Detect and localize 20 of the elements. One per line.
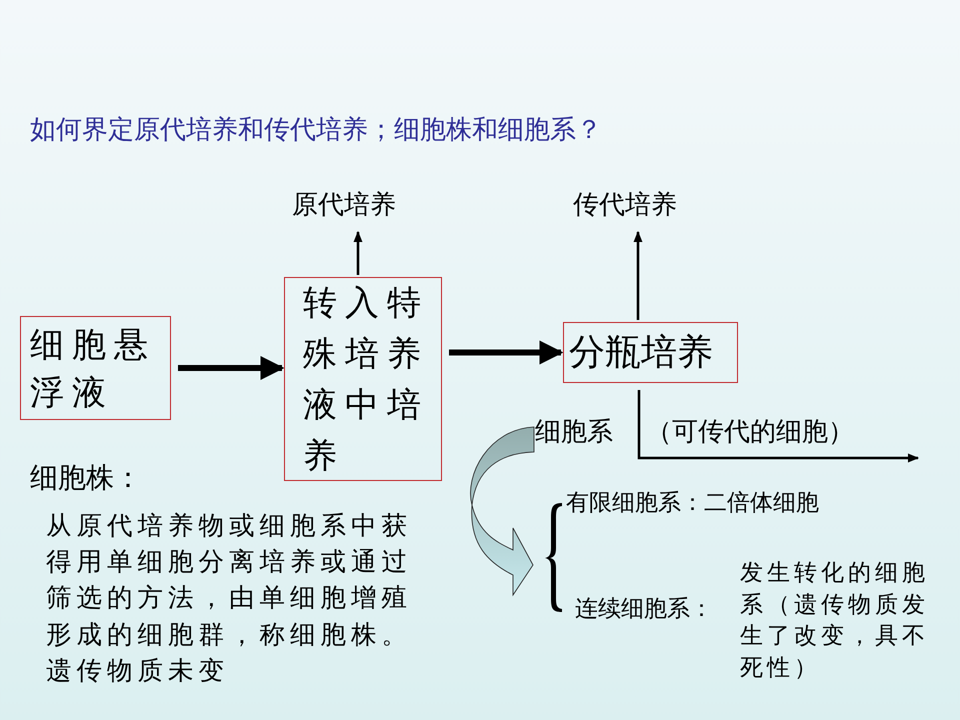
description-text: （可传代的细胞） [646,416,855,449]
list-item: 连续细胞系： [575,595,714,624]
arrow [178,356,284,380]
description-text: 发生转化的细胞系（遗传物质发生了改变，具不死性） [740,559,930,682]
category-label: 细胞系 [535,415,633,449]
list-item: 有限细胞系：二倍体细胞 [566,489,820,518]
arrow [354,230,362,275]
curved-arrow [470,426,534,596]
definition-text: 从原代培养物或细胞系中获得用单细胞分离培养或通过筛选的方法，由单细胞增殖形成的细胞群，称细胞株。遗传物质未变 [46,510,413,688]
process-box: 转入特殊培养液中培养 [284,277,442,481]
brace [545,500,563,613]
result-label: 传代培养 [573,188,703,224]
result-label: 原代培养 [292,188,424,224]
arrow [634,230,642,320]
arrow [449,340,564,364]
arrow [638,390,920,462]
heading: 细胞株： [30,460,143,496]
title: 如何界定原代培养和传代培养；细胞株和细胞系？ [30,114,602,147]
process-box: 分瓶培养 [563,322,738,383]
process-box: 细胞悬浮液 [20,316,171,420]
